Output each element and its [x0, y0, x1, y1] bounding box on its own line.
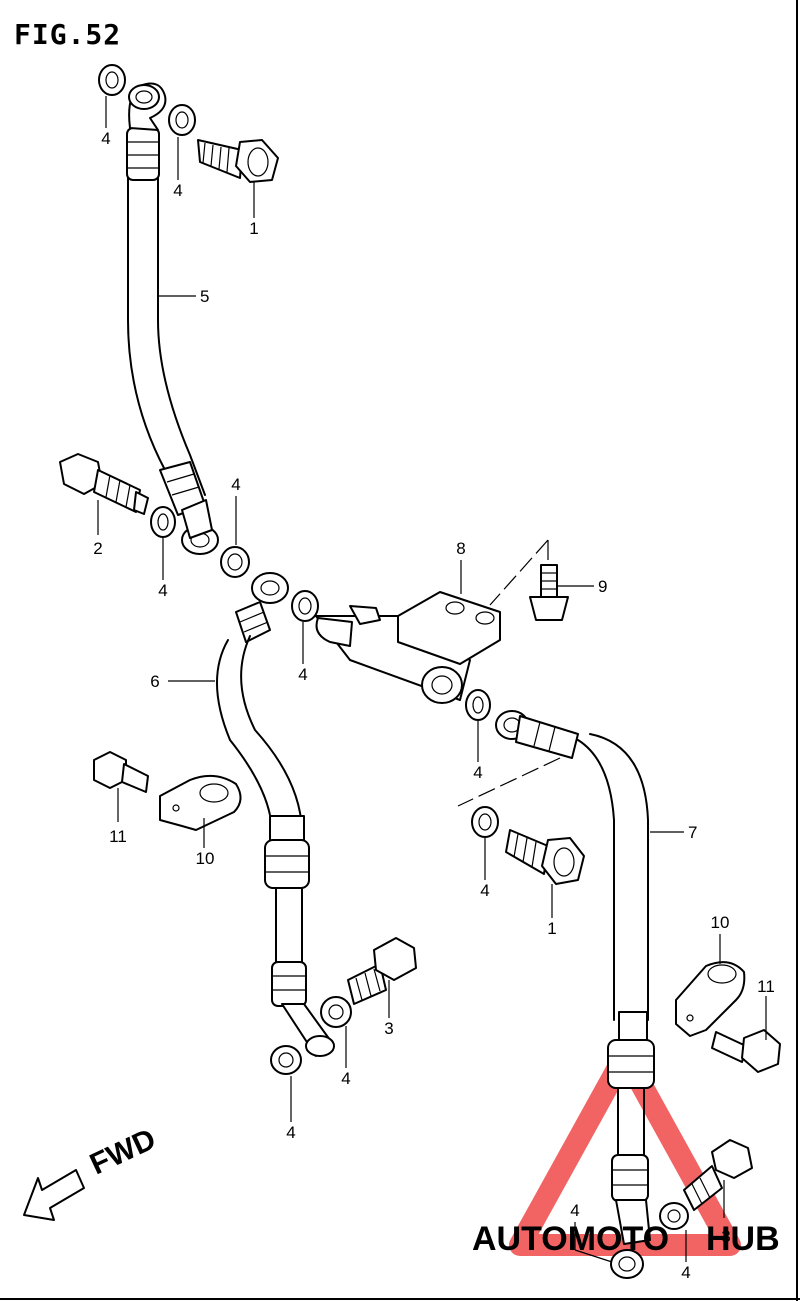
callout-8: 8: [456, 539, 465, 558]
union-bolt-1-right: [505, 829, 585, 885]
callout-10: 10: [711, 913, 730, 932]
watermark-text-hub: HUB: [706, 1220, 780, 1258]
callout-4: 4: [158, 581, 167, 600]
brake-hose-6: [216, 572, 335, 1057]
callout-9: 9: [598, 577, 607, 596]
washer-4-right: [471, 806, 499, 838]
callout-4: 4: [286, 1123, 295, 1142]
callout-10: 10: [196, 849, 215, 868]
figure-title: FIG.52: [14, 18, 122, 51]
callout-4: 4: [473, 763, 482, 782]
washer-4-center-mid: [220, 546, 250, 578]
watermark-triangle: [509, 1044, 741, 1256]
bolt-9: [529, 564, 569, 621]
washer-4-joint-right: [465, 689, 491, 721]
callout-1: 1: [547, 919, 556, 938]
three-way-joint-8: [315, 591, 501, 704]
callout-2: 2: [93, 539, 102, 558]
forward-direction-arrow-icon: [23, 1169, 85, 1221]
bolt-11-left: [93, 751, 149, 793]
union-bolt-1-top: [197, 139, 279, 183]
watermark-text-automoto: AUTOMOTO: [472, 1220, 669, 1258]
leader-9-diag: [489, 539, 549, 606]
leader-lines: [97, 96, 767, 1263]
callout-3: 3: [384, 1019, 393, 1038]
clamp-10-left: [159, 774, 242, 831]
callout-11: 11: [757, 977, 775, 996]
banjo-bolt-3-right: [683, 1139, 753, 1211]
callout-3: 3: [721, 1227, 730, 1246]
callout-11: 11: [109, 827, 127, 846]
callout-6: 6: [150, 672, 159, 691]
washer-4-bottom-left: [270, 1045, 302, 1075]
washer-4-left-mid: [150, 506, 176, 538]
clamp-10-right: [675, 961, 746, 1037]
bleeder-bolt-2: [59, 453, 149, 515]
callout-1: 1: [249, 219, 258, 238]
banjo-bolt-3-left: [347, 937, 417, 1005]
washer-4-top-mid: [168, 104, 196, 136]
callout-5: 5: [200, 287, 209, 306]
brake-hose-5: [126, 82, 219, 555]
callout-4: 4: [101, 129, 110, 148]
washer-4-bottom-right-a: [659, 1202, 689, 1230]
callout-4: 4: [681, 1263, 690, 1282]
washer-4-lower-left: [320, 996, 352, 1028]
callout-4: 4: [298, 665, 307, 684]
washer-4-top-left: [98, 64, 126, 96]
callout-4: 4: [173, 181, 182, 200]
washer-4-joint: [291, 590, 319, 622]
bolt-11-right: [711, 1029, 781, 1073]
callout-4: 4: [480, 881, 489, 900]
callout-4: 4: [570, 1201, 579, 1220]
leader-7-diag: [457, 757, 561, 807]
callout-4: 4: [341, 1069, 350, 1088]
brake-hose-7: [495, 710, 655, 1245]
washer-4-bottom-right-b: [610, 1249, 644, 1279]
fwd-label: FWD: [85, 1123, 161, 1182]
callout-7: 7: [688, 823, 697, 842]
callout-4: 4: [231, 475, 240, 494]
